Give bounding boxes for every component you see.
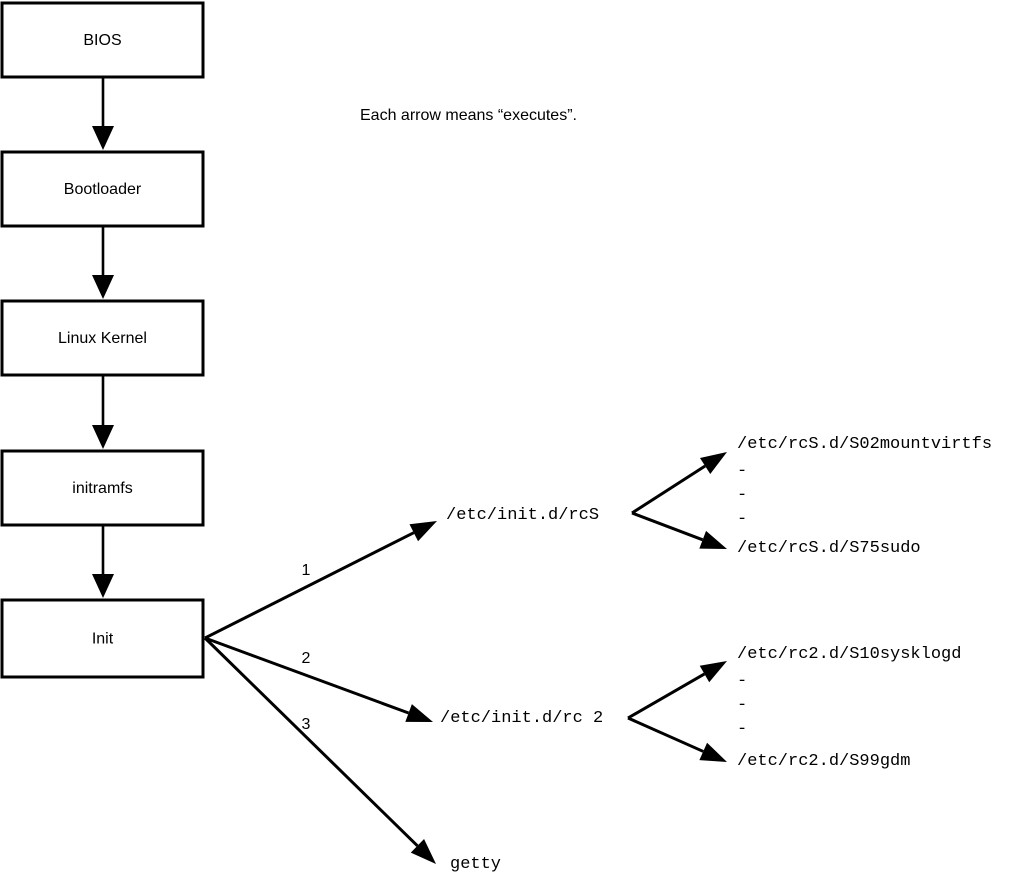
branch-ellipsis-dash: -	[737, 720, 747, 739]
branch-leaf-etc-rcs-d-s02mountvirtfs: /etc/rcS.d/S02mountvirtfs	[737, 435, 992, 454]
init-edge-2: 2	[204, 636, 433, 722]
boot-stage-bios: BIOS	[0, 1, 205, 79]
arrow-head-icon	[92, 275, 114, 299]
chain-arrow-linux-kernel-to-initramfs	[92, 375, 114, 449]
edge-order-number: 2	[302, 650, 311, 667]
arrow-head-icon	[699, 661, 727, 683]
arrow-head-icon	[699, 452, 727, 475]
boot-stage-init: Init	[0, 598, 205, 679]
branch-ellipsis-dash: -	[737, 462, 747, 481]
init-edge-1: 1	[204, 521, 437, 640]
init-fanout-group: 1 2 3	[203, 521, 437, 864]
init-edge-3: 3	[203, 636, 436, 864]
script-nodes-group: /etc/init.d/rcS/etc/init.d/rc 2 getty	[440, 506, 603, 874]
boot-stage-linux-kernel: Linux Kernel	[0, 299, 205, 377]
boot-stage-initramfs: initramfs	[0, 449, 205, 527]
edge-order-number: 3	[302, 716, 311, 733]
branch-ellipsis-dash: -	[737, 672, 747, 691]
boot-stage-label: Linux Kernel	[58, 330, 147, 347]
edge-order-number: 1	[302, 562, 311, 579]
arrow-head-icon	[92, 574, 114, 598]
arrow-head-icon	[410, 839, 436, 864]
arrow-head-icon	[699, 530, 727, 549]
chain-arrow-initramfs-to-init	[92, 525, 114, 598]
boot-stage-bootloader: Bootloader	[0, 150, 205, 228]
rc2-branch: /etc/rc2.d/S10sysklogd/etc/rc2.d/S99gdm -…	[627, 645, 961, 771]
boot-stage-label: Bootloader	[64, 181, 142, 198]
branch-leaf-etc-rc2-d-s99gdm: /etc/rc2.d/S99gdm	[737, 752, 910, 771]
script-node-etc-init-d-rcs: /etc/init.d/rcS	[446, 506, 599, 525]
branches-group: /etc/rcS.d/S02mountvirtfs/etc/rcS.d/S75s…	[627, 435, 992, 771]
arrow-head-icon	[405, 704, 433, 722]
branch-leaf-etc-rcs-d-s75sudo: /etc/rcS.d/S75sudo	[737, 539, 921, 558]
branch-leaf-etc-rc2-d-s10sysklogd: /etc/rc2.d/S10sysklogd	[737, 645, 961, 664]
branch-ellipsis-dash: -	[737, 696, 747, 715]
boot-stage-label: initramfs	[72, 480, 132, 497]
arrow-head-icon	[92, 425, 114, 449]
chain-arrows-group	[92, 77, 114, 598]
chain-arrow-bios-to-bootloader	[92, 77, 114, 150]
boot-stage-label: Init	[92, 631, 114, 648]
chain-arrow-bootloader-to-linux-kernel	[92, 226, 114, 299]
script-node-etc-init-d-rc-2: /etc/init.d/rc 2	[440, 709, 603, 728]
arrow-head-icon	[409, 521, 437, 542]
diagram-caption: Each arrow means “executes”.	[360, 107, 577, 124]
boot-stage-label: BIOS	[83, 32, 121, 49]
arrow-head-icon	[92, 126, 114, 150]
branch-ellipsis-dash: -	[737, 510, 747, 529]
script-node-getty: getty	[450, 855, 501, 874]
branch-ellipsis-dash: -	[737, 486, 747, 505]
arrow-head-icon	[699, 742, 727, 762]
rcS-branch: /etc/rcS.d/S02mountvirtfs/etc/rcS.d/S75s…	[631, 435, 992, 558]
